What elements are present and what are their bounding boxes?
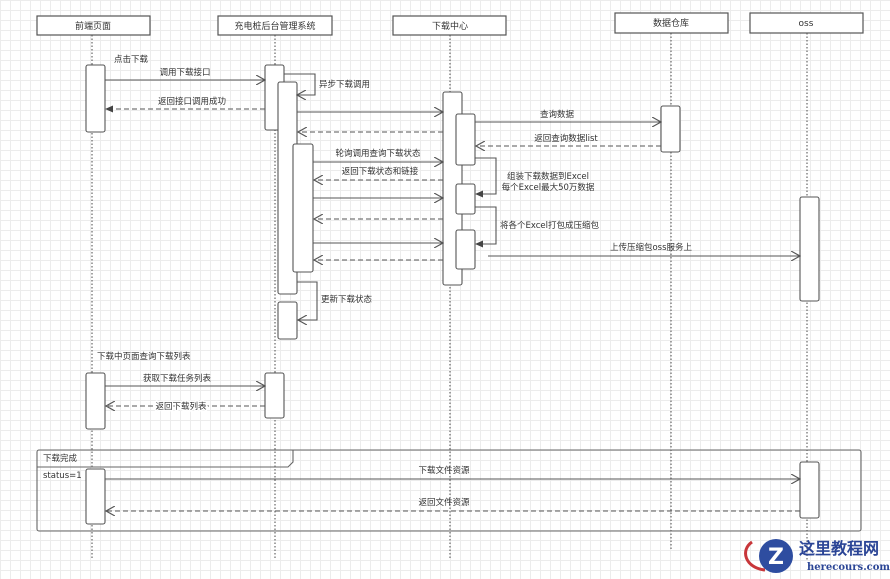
participant-frontend[interactable]: 前端页面 (36, 15, 151, 36)
participant-download-center[interactable]: 下载中心 (392, 15, 507, 36)
message-label: 返回接口调用成功 (158, 96, 226, 107)
watermark-swoosh (744, 540, 766, 572)
message-label: 上传压缩包oss服务上 (610, 242, 693, 253)
message-label: 下载文件资源 (418, 465, 470, 476)
activation-frontend-1 (85, 64, 106, 133)
message-label: 返回文件资源 (418, 497, 470, 508)
self-message-arrow (284, 73, 316, 95)
activation-download-center-3 (455, 183, 476, 215)
fragment-download-complete: 下载完成 status=1 (36, 449, 862, 532)
participant-frontend-label: 前端页面 (75, 20, 111, 32)
note-click-download: 点击下载 (114, 54, 149, 65)
watermark-logo-letter: Z (768, 545, 784, 570)
participant-download-center-label: 下载中心 (432, 20, 468, 32)
activation-backend-5 (264, 372, 285, 419)
participant-data-warehouse-label: 数据仓库 (653, 17, 689, 29)
activation-backend-3 (292, 143, 314, 273)
message-label: 将各个Excel打包成压缩包 (500, 220, 600, 231)
activation-frontend-3 (85, 468, 106, 525)
note-query-list: 下载中页面查询下载列表 (97, 351, 191, 362)
activation-download-center-4 (455, 229, 476, 270)
message-label: 调用下载接口 (159, 67, 210, 78)
participant-backend-label: 充电桩后台管理系统 (234, 20, 315, 32)
participant-oss[interactable]: oss (749, 12, 864, 34)
watermark: Z 这里教程网 herecours.com (744, 539, 890, 573)
activation-download-center-2 (455, 113, 476, 166)
watermark-logo-icon (759, 539, 793, 573)
activation-data-warehouse (660, 105, 681, 153)
watermark-url: herecours.com (807, 562, 890, 573)
self-message-arrow (297, 281, 318, 320)
message-label: 异步下载调用 (319, 79, 370, 90)
activation-oss-1 (799, 196, 820, 302)
message-label: 返回下载列表 (155, 401, 207, 412)
fragment-title: 下载完成 (43, 453, 78, 464)
message-label: 返回下载状态和链接 (342, 166, 419, 177)
message-label-line: 组装下载数据到Excel (507, 171, 589, 182)
message-label: 返回查询数据list (534, 133, 598, 144)
message-label: 轮询调用查询下载状态 (335, 148, 421, 159)
message-label: 更新下载状态 (321, 294, 373, 305)
participant-oss-label: oss (799, 19, 814, 29)
activation-backend-4 (277, 301, 298, 340)
self-message-arrow (475, 157, 497, 194)
fragment-guard: status=1 (43, 471, 82, 481)
watermark-name: 这里教程网 (799, 539, 879, 558)
message-label: 获取下载任务列表 (143, 373, 212, 384)
activation-frontend-2 (85, 372, 106, 430)
self-message-arrow (475, 206, 497, 244)
activation-oss-2 (799, 461, 820, 519)
participant-backend[interactable]: 充电桩后台管理系统 (217, 15, 333, 36)
message-label-line: 每个Excel最大50万数据 (502, 182, 595, 193)
participant-data-warehouse[interactable]: 数据仓库 (614, 12, 729, 34)
message-label: 查询数据 (540, 109, 575, 120)
